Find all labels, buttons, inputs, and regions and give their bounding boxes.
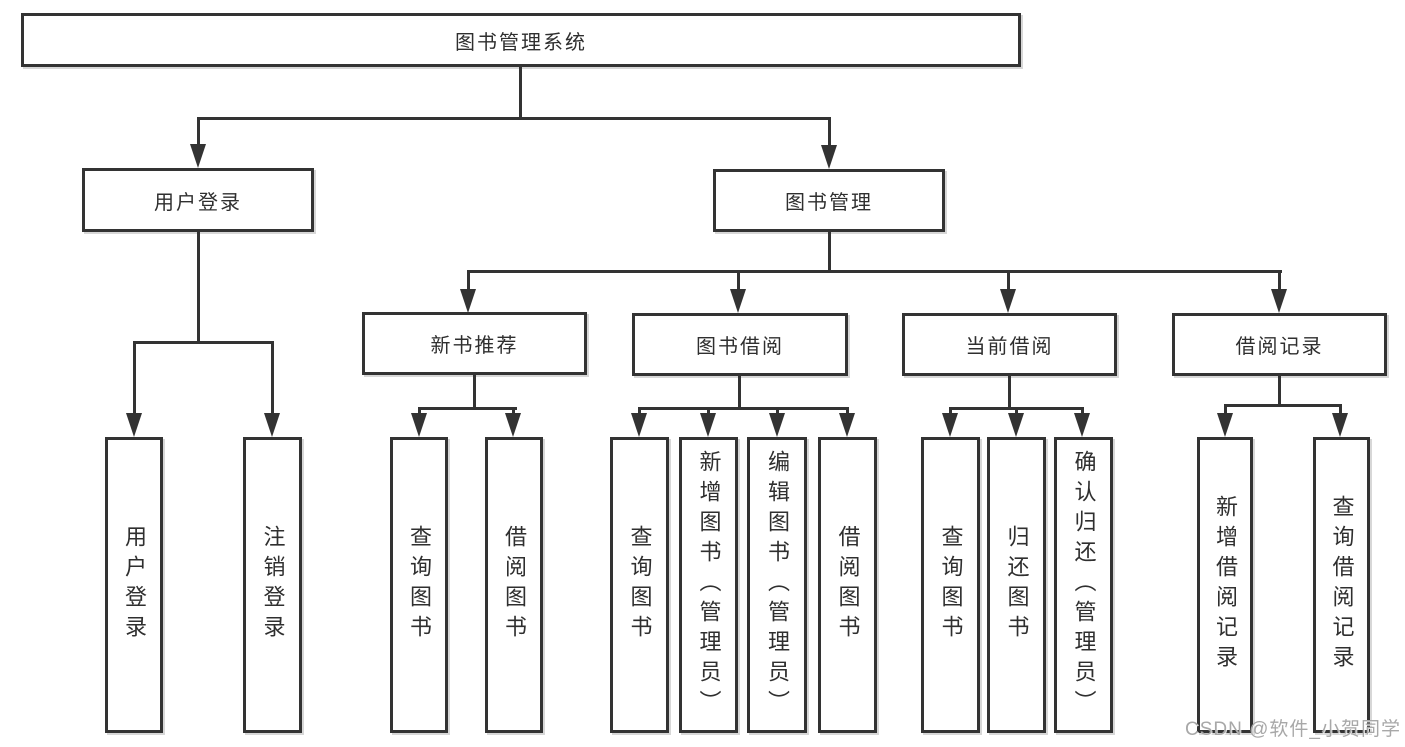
connector-line [638,407,849,410]
node-current-borrowing: 当前借阅 [902,313,1117,376]
connector-line [949,407,952,416]
arrowhead-down-icon [505,413,521,437]
leaf-query-books-recommend: 查询图书 [390,437,448,733]
arrowhead-down-icon [411,413,427,437]
arrowhead-down-icon [700,413,716,437]
leaf-confirm-return-admin: 确认归还（管理员） [1054,437,1113,733]
connector-line [1224,404,1227,416]
node-label: 归还图书 [1004,525,1030,645]
arrowhead-down-icon [1008,413,1024,437]
leaf-add-books-admin: 新增图书（管理员） [679,437,738,733]
connector-line [418,407,421,416]
connector-line [1224,404,1342,407]
node-label: 图书管理系统 [455,31,587,54]
node-label: 借阅图书 [502,525,527,645]
leaf-borrow-books: 借阅图书 [818,437,877,733]
node-label: 新增图书（管理员） [696,450,722,720]
arrowhead-down-icon [769,413,785,437]
connector-line [1008,376,1011,410]
connector-line [1278,270,1281,291]
connector-line [473,375,476,410]
node-label: 确认归还（管理员） [1071,450,1097,720]
node-label: 借阅记录 [1235,336,1324,358]
node-book-management: 图书管理 [713,169,945,232]
connector-line [828,232,831,273]
arrowhead-down-icon [631,413,647,437]
csdn-watermark: CSDN @软件_小贺同学 [1185,719,1401,740]
arrowhead-down-icon [460,289,476,313]
connector-line [467,270,470,291]
leaf-logout: 注销登录 [243,437,302,733]
arrowhead-down-icon [730,289,746,313]
node-label: 查询图书 [627,525,653,645]
node-label: 当前借阅 [965,336,1054,358]
connector-line [707,407,710,416]
node-new-book-recommend: 新书推荐 [362,312,587,375]
connector-line [197,117,200,146]
node-label: 新书推荐 [430,335,519,357]
connector-line [133,341,274,344]
connector-line [738,376,741,410]
arrowhead-down-icon [1074,413,1090,437]
arrowhead-down-icon [839,413,855,437]
node-label: 查询借阅记录 [1329,495,1355,675]
arrowhead-down-icon [190,144,206,168]
connector-line [197,232,200,344]
arrowhead-down-icon [1000,289,1016,313]
connector-line [1278,376,1281,407]
leaf-query-books-borrowing: 查询图书 [610,437,669,733]
connector-line [519,67,522,119]
node-label: 图书管理 [785,192,873,214]
leaf-add-borrow-record: 新增借阅记录 [1197,437,1253,733]
connector-line [828,117,831,147]
arrowhead-down-icon [821,145,837,169]
connector-line [467,270,1282,273]
node-label: 用户登录 [154,191,242,214]
node-label: 用户登录 [122,525,147,645]
node-user-login: 用户登录 [82,168,314,232]
connector-line [638,407,641,416]
node-label: 借阅图书 [835,525,861,645]
connector-line [846,407,849,416]
connector-line [418,407,517,410]
leaf-borrow-books-recommend: 借阅图书 [485,437,543,733]
arrowhead-down-icon [264,413,280,437]
node-label: 注销登录 [260,525,286,645]
connector-line [737,270,740,291]
node-root-library-management-system: 图书管理系统 [21,13,1021,67]
node-book-borrowing: 图书借阅 [632,313,848,376]
node-label: 新增借阅记录 [1213,495,1238,675]
node-label: 编辑图书（管理员） [765,450,790,720]
leaf-user-login: 用户登录 [105,437,163,733]
arrowhead-down-icon [942,413,958,437]
leaf-edit-books-admin: 编辑图书（管理员） [747,437,807,733]
connector-line [133,341,136,417]
connector-line [1015,407,1018,416]
connector-line [1007,270,1010,291]
connector-line [197,117,831,120]
node-label: 查询图书 [938,525,964,645]
connector-line [776,407,779,416]
node-borrowing-records: 借阅记录 [1172,313,1387,376]
connector-line [271,341,274,417]
node-label: 查询图书 [407,525,432,645]
arrowhead-down-icon [1332,413,1348,437]
arrowhead-down-icon [1271,289,1287,313]
leaf-return-books: 归还图书 [987,437,1046,733]
leaf-query-books-current: 查询图书 [921,437,980,733]
arrowhead-down-icon [1217,413,1233,437]
connector-line [512,407,515,416]
arrowhead-down-icon [126,413,142,437]
connector-line [1081,407,1084,416]
node-label: 图书借阅 [696,336,784,358]
leaf-query-borrow-record: 查询借阅记录 [1313,437,1370,733]
connector-line [1339,404,1342,416]
